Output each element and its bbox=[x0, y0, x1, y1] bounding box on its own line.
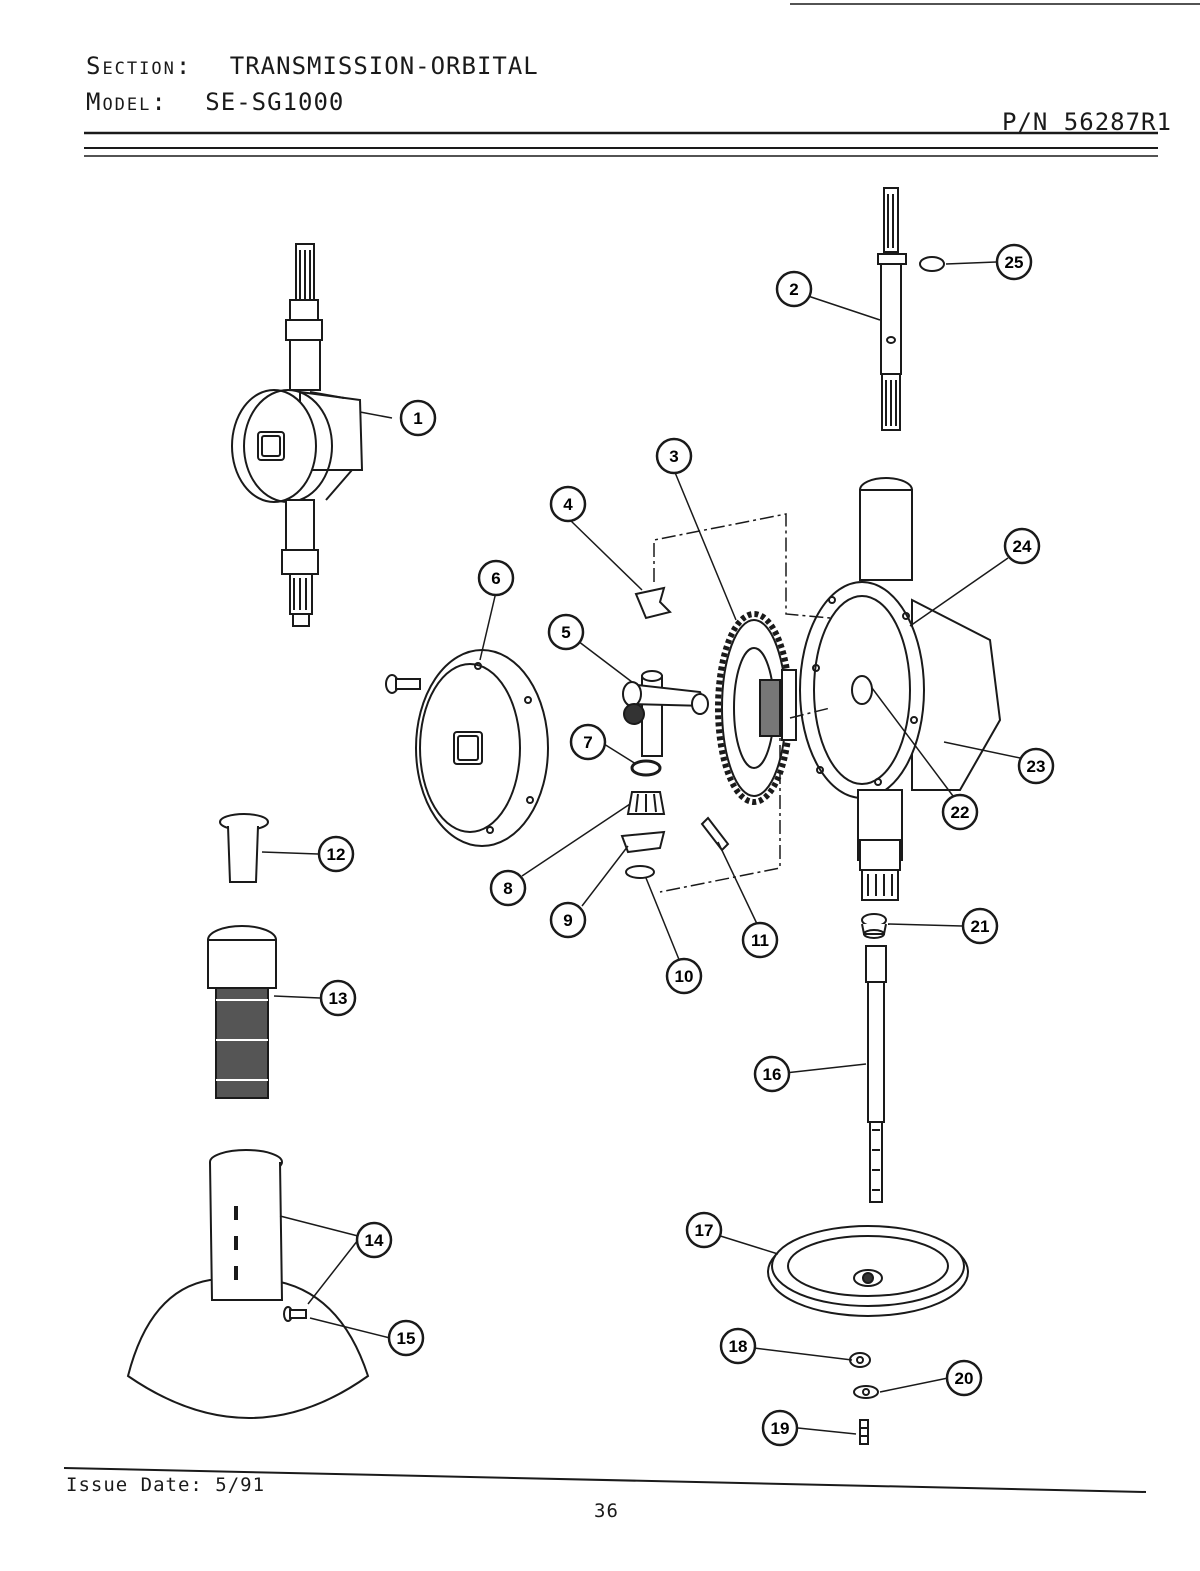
part-pinion-gear bbox=[626, 791, 666, 815]
part-pin bbox=[700, 816, 730, 852]
callout-22: 22 bbox=[941, 793, 979, 831]
part-spin-bearing bbox=[861, 913, 887, 939]
callout-8: 8 bbox=[489, 869, 527, 907]
part-spin-shaft bbox=[865, 945, 887, 1203]
callout-label: 22 bbox=[951, 803, 970, 822]
callout-16: 16 bbox=[753, 1055, 791, 1093]
part-filter-screen bbox=[207, 925, 277, 1099]
callout-label: 13 bbox=[329, 989, 348, 1008]
callout-label: 15 bbox=[397, 1329, 416, 1348]
callout-23: 23 bbox=[1017, 747, 1055, 785]
model-line: Model: SE-SG1000 bbox=[86, 88, 344, 116]
callout-19: 19 bbox=[761, 1409, 799, 1447]
part-number: P/N 56287R1 bbox=[1002, 108, 1172, 136]
callout-label: 11 bbox=[751, 931, 769, 950]
callout-label: 16 bbox=[763, 1065, 782, 1084]
callout-5: 5 bbox=[547, 613, 585, 651]
callout-markers: 1 2 3 4 5 6 7 8 9 10 11 12 13 14 15 16 1… bbox=[317, 243, 1055, 1447]
part-lock-washer bbox=[853, 1385, 879, 1399]
part-bolt bbox=[859, 1419, 869, 1445]
callout-21: 21 bbox=[961, 907, 999, 945]
part-input-shaft bbox=[877, 187, 907, 431]
callout-18: 18 bbox=[719, 1327, 757, 1365]
callout-label: 7 bbox=[583, 733, 592, 752]
callout-label: 9 bbox=[563, 911, 572, 930]
callout-label: 18 bbox=[729, 1337, 748, 1356]
footer-rule bbox=[63, 1467, 1147, 1493]
section-value: TRANSMISSION-ORBITAL bbox=[229, 52, 539, 80]
part-agitator-base bbox=[126, 1149, 370, 1419]
callout-label: 4 bbox=[563, 495, 573, 514]
callout-7: 7 bbox=[569, 723, 607, 761]
callout-label: 24 bbox=[1013, 537, 1032, 556]
callout-label: 6 bbox=[491, 569, 500, 588]
callout-6: 6 bbox=[477, 559, 515, 597]
callout-17: 17 bbox=[685, 1211, 723, 1249]
callout-3: 3 bbox=[655, 437, 693, 475]
part-crank-assembly bbox=[622, 670, 709, 757]
callout-label: 21 bbox=[971, 917, 990, 936]
part-pulley-nut bbox=[849, 1352, 871, 1368]
assembly-guide-lines bbox=[653, 513, 831, 893]
callout-label: 3 bbox=[669, 447, 678, 466]
leader-lines bbox=[261, 261, 1021, 1435]
callout-14: 14 bbox=[355, 1221, 393, 1259]
callout-13: 13 bbox=[319, 979, 357, 1017]
callout-10: 10 bbox=[665, 957, 703, 995]
callout-label: 25 bbox=[1005, 253, 1024, 272]
callout-25: 25 bbox=[995, 243, 1033, 281]
callout-2: 2 bbox=[775, 270, 813, 308]
part-housing-cover bbox=[415, 649, 549, 847]
callout-label: 23 bbox=[1027, 757, 1046, 776]
part-transmission-housing bbox=[799, 477, 1002, 901]
callout-12: 12 bbox=[317, 835, 355, 873]
callout-label: 1 bbox=[413, 409, 422, 428]
model-label: Model: bbox=[86, 88, 168, 116]
callout-label: 17 bbox=[695, 1221, 714, 1240]
part-snap-ring bbox=[919, 256, 945, 272]
part-washer bbox=[625, 865, 655, 879]
part-filter-cap bbox=[219, 813, 269, 883]
callout-label: 19 bbox=[771, 1419, 790, 1438]
model-value: SE-SG1000 bbox=[205, 88, 345, 116]
part-cover-screw bbox=[385, 674, 421, 694]
callout-label: 5 bbox=[561, 623, 570, 642]
section-label: Section: bbox=[86, 52, 193, 80]
callout-20: 20 bbox=[945, 1359, 983, 1397]
callout-15: 15 bbox=[387, 1319, 425, 1357]
callout-label: 12 bbox=[327, 845, 346, 864]
callout-1: 1 bbox=[399, 399, 437, 437]
callout-9: 9 bbox=[549, 901, 587, 939]
part-transmission-assembly bbox=[231, 243, 364, 627]
callout-label: 10 bbox=[675, 967, 694, 986]
part-base-screw bbox=[283, 1306, 307, 1322]
part-drive-gear bbox=[715, 611, 797, 805]
part-retaining-clip bbox=[634, 586, 672, 620]
callout-11: 11 bbox=[741, 921, 779, 959]
page-number: 36 bbox=[594, 1500, 619, 1522]
section-line: Section: TRANSMISSION-ORBITAL bbox=[86, 52, 539, 80]
callout-label: 14 bbox=[365, 1231, 384, 1250]
callout-24: 24 bbox=[1003, 527, 1041, 565]
issue-date: Issue Date: 5/91 bbox=[66, 1474, 266, 1496]
callout-label: 8 bbox=[503, 879, 512, 898]
part-thrust-plate bbox=[620, 830, 666, 854]
callout-4: 4 bbox=[549, 485, 587, 523]
part-bushing bbox=[630, 759, 662, 777]
callout-label: 2 bbox=[789, 280, 798, 299]
part-drive-pulley bbox=[767, 1225, 969, 1317]
callout-label: 20 bbox=[955, 1369, 974, 1388]
